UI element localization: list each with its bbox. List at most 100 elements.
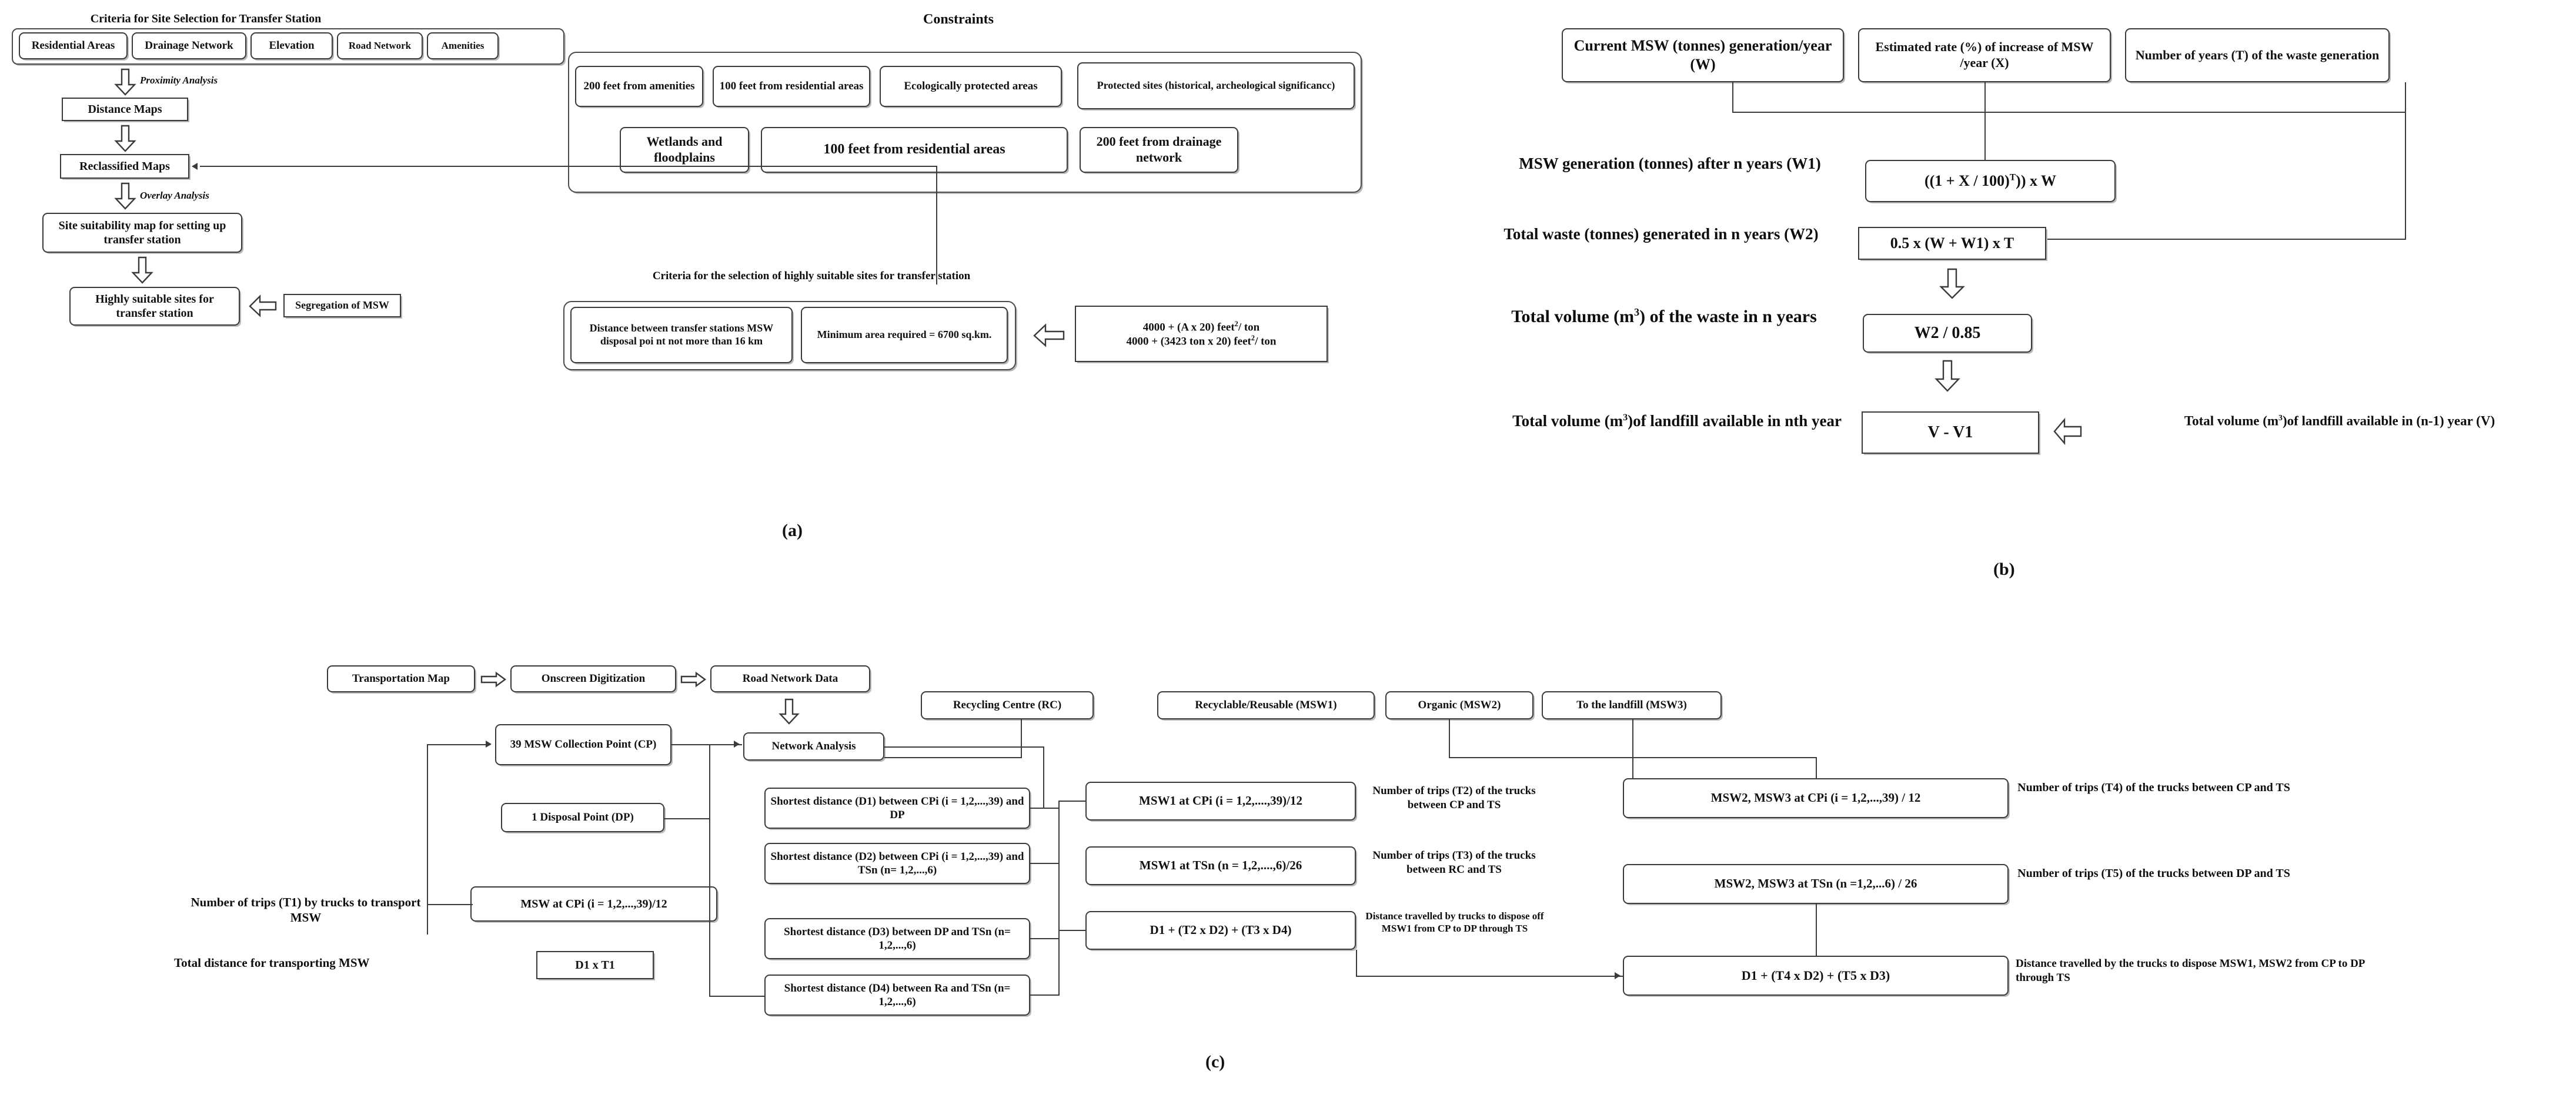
msw-generation-formula-box[interactable]: ((1 + X / 100)T)) x W (1865, 160, 2116, 202)
cp-left-bus-to-cp (427, 744, 490, 745)
t-input-connector-v (2405, 82, 2406, 112)
highly-suitable-sites-box[interactable]: Highly suitable sites for transfer stati… (69, 287, 240, 326)
to-the-landfill-msw3-box[interactable]: To the landfill (MSW3) (1542, 691, 1722, 719)
organic-msw2-box[interactable]: Organic (MSW2) (1385, 691, 1533, 719)
cp-left-bus-v (427, 745, 428, 935)
constraints-connector-vertical (936, 193, 937, 284)
landfill-down-v (1632, 719, 1633, 779)
constraint-protected-sites[interactable]: Protected sites (historical, archeologic… (1077, 62, 1355, 109)
criteria-item-residential-areas[interactable]: Residential Areas (19, 32, 128, 59)
criteria-item-elevation[interactable]: Elevation (250, 32, 333, 59)
road-network-to-analysis-arrow (779, 698, 800, 725)
current-msw-generation-box[interactable]: Current MSW (tonnes) generation/year (W) (1562, 28, 1844, 82)
cp-left-bus-arrowhead (486, 741, 492, 748)
criteria-item-drainage-network[interactable]: Drainage Network (132, 32, 246, 59)
mid-to-msw1-cpi (1058, 801, 1087, 802)
total-distance-transport-label: Total distance for transporting MSW (174, 956, 370, 970)
reclassified-maps-box[interactable]: Reclassified Maps (60, 154, 189, 179)
distance-maps-box[interactable]: Distance Maps (62, 98, 188, 121)
area-formula-box[interactable]: 4000 + (A x 20) feet2/ ton 4000 + (3423 … (1075, 306, 1328, 362)
constraint-100ft-residential-2[interactable]: 100 feet from residential areas (761, 127, 1068, 173)
onscreen-digitization-box[interactable]: Onscreen Digitization (510, 665, 676, 692)
constraint-200ft-drainage[interactable]: 200 feet from drainage network (1080, 127, 1238, 173)
trips-t2-note: Number of trips (T2) of the trucks betwe… (1372, 785, 1536, 811)
number-of-years-box[interactable]: Number of years (T) of the waste generat… (2125, 28, 2390, 82)
collection-point-box[interactable]: 39 MSW Collection Point (CP) (495, 724, 671, 765)
network-analysis-box[interactable]: Network Analysis (743, 732, 884, 761)
constraint-wetlands-floodplains[interactable]: Wetlands and floodplains (620, 127, 749, 173)
area-formula-line-2: 4000 + (3423 ton x 20) feet2/ ton (1126, 334, 1277, 348)
msw1-distance-down (1356, 950, 1357, 977)
landfill-available-formula-box[interactable]: V - V1 (1862, 411, 2039, 454)
t-to-w2-connector-h (1976, 239, 2405, 240)
dp-right-connector (663, 818, 709, 819)
mid-left-bus (1058, 801, 1060, 931)
t-to-w2-connector-v (2405, 112, 2406, 240)
volume-to-landfill-arrow (1934, 360, 1960, 392)
shortest-distance-d4-box[interactable]: Shortest distance (D4) between Ra and TS… (764, 975, 1030, 1016)
cp-down-bus-to-d4 (709, 996, 766, 997)
w2-to-volume-arrow (1939, 268, 1965, 299)
sd-d2-right (1030, 863, 1060, 864)
constraint-ecologically-protected[interactable]: Ecologically protected areas (880, 66, 1062, 107)
shortest-distance-d2-box[interactable]: Shortest distance (D2) between CPi (i = … (764, 843, 1030, 884)
w-input-connector-v (1732, 82, 1733, 112)
sd-d1-right (1030, 808, 1060, 809)
estimated-rate-increase-box[interactable]: Estimated rate (%) of increase of MSW /y… (1858, 28, 2111, 82)
trips-t5-note: Number of trips (T5) of the trucks betwe… (2017, 867, 2290, 880)
total-volume-landfill-nth-year-label: Total volume (m3)of landfill available i… (1512, 412, 1842, 430)
network-analysis-right-v (1043, 746, 1044, 809)
msw2-distance-formula-box[interactable]: D1 + (T4 x D2) + (T5 x D3) (1623, 956, 2009, 996)
disposal-point-box[interactable]: 1 Disposal Point (DP) (501, 803, 664, 832)
cp-to-network-analysis (671, 744, 742, 745)
shortest-distance-d1-box[interactable]: Shortest distance (D1) between CPi (i = … (764, 788, 1030, 829)
msw1-at-tsn-box[interactable]: MSW1 at TSn (n = 1,2,....,6)/26 (1085, 846, 1356, 885)
w1-formula: ((1 + X / 100)T)) x W (1924, 172, 2057, 190)
recyclable-reusable-box[interactable]: Recyclable/Reusable (MSW1) (1157, 691, 1375, 719)
d1-x-t1-box[interactable]: D1 x T1 (536, 951, 654, 979)
sd-d3-right (1030, 938, 1060, 939)
msw2-distance-note: Distance travelled by the trucks to disp… (2016, 957, 2365, 984)
trips-t3-note: Number of trips (T3) of the trucks betwe… (1372, 849, 1536, 876)
landfill-to-right-col (1816, 757, 1817, 779)
proximity-analysis-arrow (114, 68, 136, 96)
constraint-100ft-residential[interactable]: 100 feet from residential areas (713, 66, 870, 107)
criteria-site-selection-title: Criteria for Site Selection for Transfer… (90, 12, 322, 25)
transportation-to-digitization-arrow (480, 671, 507, 688)
rc-down-v (1021, 719, 1022, 758)
area-formula-line-1: 4000 + (A x 20) feet2/ ton (1142, 319, 1260, 333)
panel-b-id: (b) (1993, 560, 2015, 579)
total-waste-formula-box[interactable]: 0.5 x (W + W1) x T (1858, 227, 2046, 260)
segregation-of-msw-box[interactable]: Segregation of MSW (283, 294, 401, 317)
criteria-item-amenities[interactable]: Amenities (427, 32, 499, 59)
msw-generation-after-n-years-label: MSW generation (tonnes) after n years (W… (1519, 155, 1821, 172)
criteria-item-road-network[interactable]: Road Network (337, 32, 423, 59)
constraint-200ft-amenities[interactable]: 200 feet from amenities (575, 66, 703, 107)
msw2-msw3-at-cpi-box[interactable]: MSW2, MSW3 at CPi (i = 1,2,...,39) / 12 (1623, 778, 2009, 818)
constraints-connector-arrowhead (192, 163, 198, 170)
msw1-to-right-arrowhead (1615, 972, 1621, 979)
digitization-to-road-network-arrow (680, 671, 707, 688)
msw1-to-right-bus (1356, 976, 1623, 977)
msw-at-cpi-box[interactable]: MSW at CPi (i = 1,2,...,39)/12 (470, 886, 717, 922)
total-volume-waste-label: Total volume (m3) of the waste in n year… (1511, 306, 1817, 326)
site-suitability-map-box[interactable]: Site suitability map for setting up tran… (42, 213, 242, 253)
msw2-msw3-at-tsn-box[interactable]: MSW2, MSW3 at TSn (n =1,2,...6) / 26 (1623, 864, 2009, 904)
trips-t4-note: Number of trips (T4) of the trucks betwe… (2017, 781, 2290, 794)
overlay-analysis-label: Overlay Analysis (140, 190, 209, 201)
transportation-map-box[interactable]: Transportation Map (327, 665, 475, 692)
minimum-area-required-box[interactable]: Minimum area required = 6700 sq.km. (801, 307, 1008, 363)
panel-c-id: (c) (1205, 1052, 1225, 1071)
w-input-connector-h (1732, 112, 2406, 113)
right-col-mid-v (1816, 904, 1817, 956)
distance-between-transfer-stations-box[interactable]: Distance between transfer stations MSW d… (570, 307, 793, 363)
organic-down-v (1449, 719, 1450, 758)
road-network-data-box[interactable]: Road Network Data (710, 665, 870, 692)
panel-a-id: (a) (782, 521, 803, 540)
recycling-centre-box[interactable]: Recycling Centre (RC) (921, 691, 1094, 719)
distance-to-reclassified-arrow (114, 125, 136, 152)
shortest-distance-d3-box[interactable]: Shortest distance (D3) between DP and TS… (764, 918, 1030, 959)
total-volume-formula-box[interactable]: W2 / 0.85 (1863, 314, 2032, 353)
msw1-at-cpi-box[interactable]: MSW1 at CPi (i = 1,2,....,39)/12 (1085, 782, 1356, 821)
msw1-distance-formula-box[interactable]: D1 + (T2 x D2) + (T3 x D4) (1085, 911, 1356, 950)
